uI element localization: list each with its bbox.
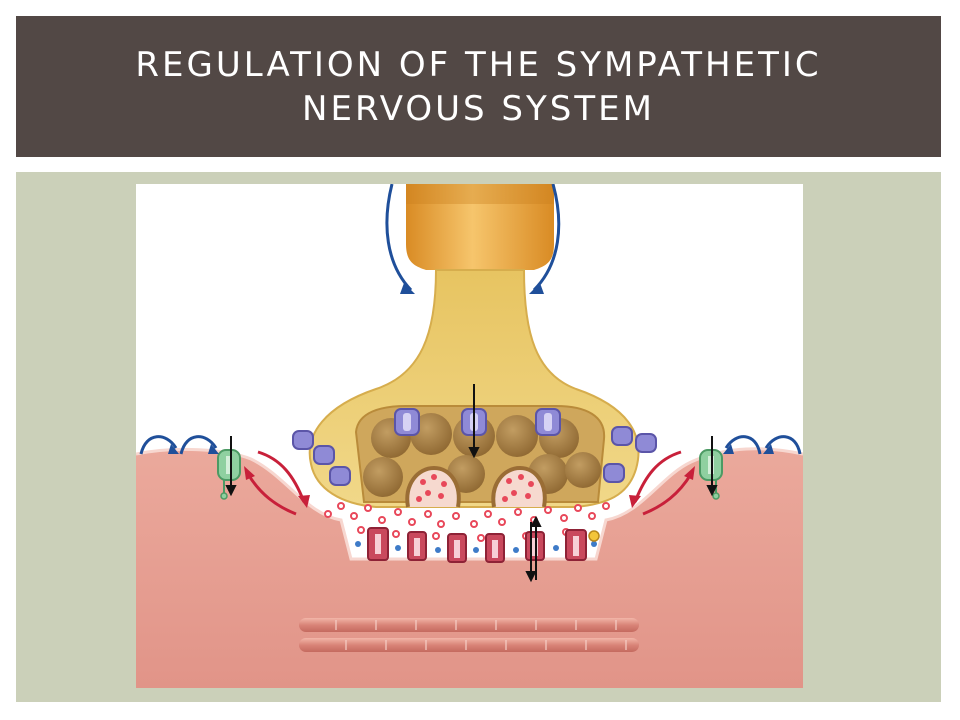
title-band: REGULATION OF THE SYMPATHETIC NERVOUS SY…	[16, 16, 941, 157]
autoreceptor-left	[217, 449, 241, 500]
releasing-vesicle-right	[491, 465, 547, 508]
reuptake-arrows	[246, 450, 693, 516]
membrane-channels	[292, 408, 657, 486]
ion-flow-arrows	[225, 384, 718, 583]
membrane-proteins	[355, 541, 597, 553]
axon	[406, 184, 554, 270]
enzyme	[588, 530, 600, 542]
postsynaptic-receptors	[367, 527, 587, 563]
slide-title: REGULATION OF THE SYMPATHETIC NERVOUS SY…	[135, 44, 822, 129]
synapse-illustration	[136, 184, 803, 688]
releasing-vesicle-left	[405, 465, 461, 508]
vesicles	[363, 413, 601, 497]
action-potential-arrows	[139, 184, 802, 455]
muscle-fibers	[299, 618, 639, 652]
